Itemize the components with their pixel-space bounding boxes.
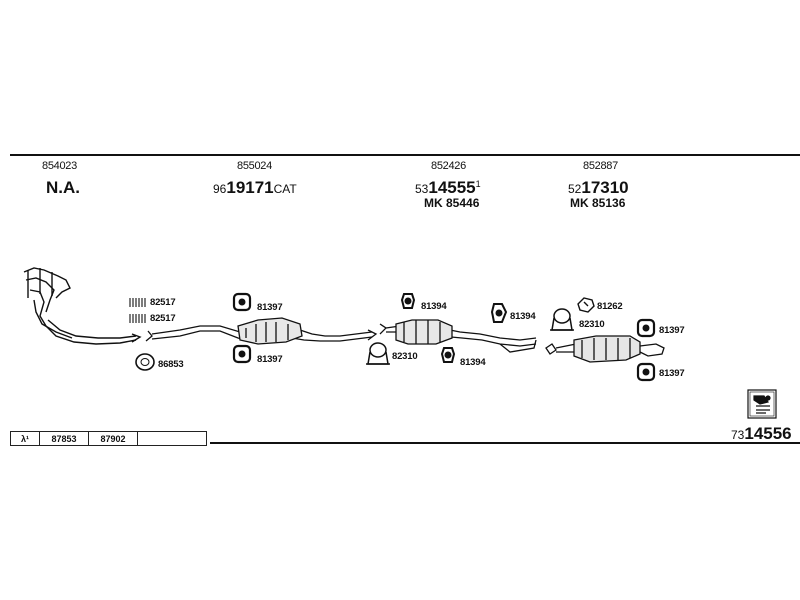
catalog-book-icon	[747, 389, 777, 419]
footer-cell-empty	[138, 432, 206, 445]
footer-reference-table: λ¹ 87853 87902	[10, 431, 207, 446]
rubber-hanger-81394-b	[440, 347, 456, 363]
col2-code: 9619171CAT	[213, 179, 297, 196]
col2-code-suffix: CAT	[273, 182, 297, 196]
part-label-82517-a: 82517	[150, 297, 176, 308]
col4-mk: MK 85136	[570, 196, 626, 210]
part-label-81262: 81262	[597, 301, 623, 312]
col1-code: N.A.	[46, 178, 80, 197]
col1-number: 854023	[42, 160, 77, 172]
bracket-81262	[577, 297, 595, 313]
part-label-82310-a: 82310	[392, 351, 418, 362]
rear-silencer	[545, 335, 665, 363]
clamp-82310-b	[550, 308, 574, 331]
col4-number: 852887	[583, 160, 618, 172]
exhaust-manifold	[23, 267, 142, 345]
part-label-82517-b: 82517	[150, 313, 176, 324]
col2-code-prefix: 96	[213, 182, 227, 196]
rubber-hanger-81394-c	[490, 303, 508, 323]
diagram-number-prefix: 73	[731, 428, 745, 442]
rubber-hanger-81397-a	[232, 292, 252, 312]
part-label-81397-b: 81397	[257, 354, 283, 365]
col3-code-sup: 1	[475, 179, 481, 189]
col3-code-bold: 14555	[428, 178, 476, 197]
part-label-81394-a: 81394	[421, 301, 447, 312]
part-label-81397-a: 81397	[257, 302, 283, 313]
rubber-hanger-81394-a	[400, 293, 416, 309]
rubber-hanger-81397-b	[232, 344, 252, 364]
front-pipe-catalyst	[145, 317, 378, 345]
col3-number: 852426	[431, 160, 466, 172]
part-label-82310-b: 82310	[579, 319, 605, 330]
part-label-81397-c: 81397	[659, 325, 685, 336]
part-label-81397-d: 81397	[659, 368, 685, 379]
col4-code-bold: 17310	[581, 178, 629, 197]
part-label-81394-c: 81394	[510, 311, 536, 322]
part-label-81394-b: 81394	[460, 357, 486, 368]
col4-code: 5217310	[568, 179, 629, 196]
part-label-86853: 86853	[158, 359, 184, 370]
col3-code-prefix: 53	[415, 182, 429, 196]
footer-cell-87853: 87853	[40, 432, 89, 445]
col3-mk: MK 85446	[424, 196, 480, 210]
col2-number: 855024	[237, 160, 272, 172]
footer-lambda-cell: λ¹	[11, 432, 40, 445]
rubber-hanger-81397-d	[636, 362, 656, 382]
middle-pipe-silencer	[379, 319, 537, 353]
col2-code-bold: 19171	[226, 178, 274, 197]
diagram-number-bold: 14556	[744, 424, 792, 443]
col4-code-prefix: 52	[568, 182, 582, 196]
spring-82517-a	[129, 298, 146, 307]
clamp-82310-a	[366, 342, 390, 365]
col3-code: 53145551	[415, 179, 481, 196]
diagram-number: 7314556	[731, 424, 792, 444]
rubber-hanger-81397-c	[636, 318, 656, 338]
footer-cell-87902: 87902	[89, 432, 138, 445]
spring-82517-b	[129, 314, 146, 323]
gasket-ring-86853	[135, 353, 155, 371]
